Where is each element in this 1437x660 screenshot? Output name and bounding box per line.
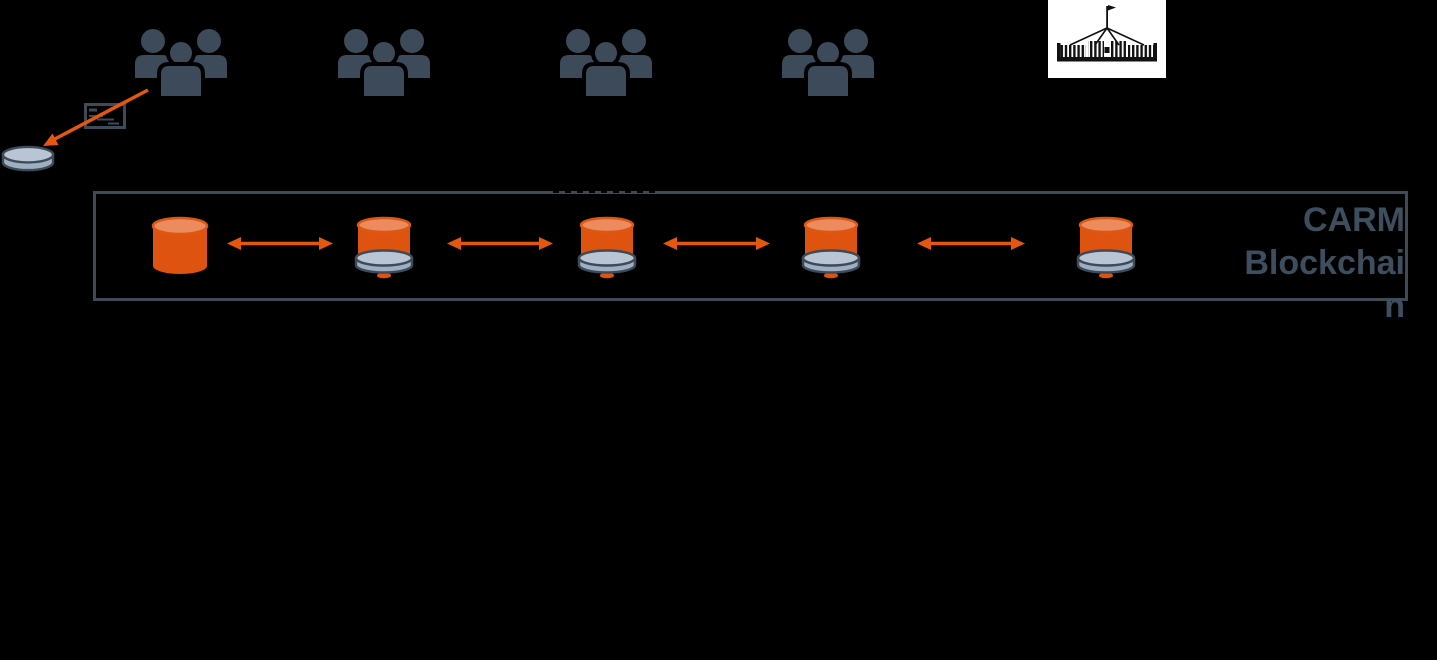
parliament-building-icon [1048, 0, 1166, 78]
ledger-node-with-disk-icon [577, 216, 637, 280]
obscured-text-fragments [553, 189, 661, 193]
invoice-document-icon [84, 103, 126, 129]
people-group-icon [332, 28, 436, 98]
blockchain-label: CARM Blockchain [1244, 201, 1405, 325]
ledger-node-with-disk-icon [801, 216, 861, 280]
blockchain-boundary-box [93, 191, 1408, 301]
storage-disk-icon [1, 145, 55, 174]
people-group-icon [554, 28, 658, 98]
ledger-node-icon [150, 216, 210, 280]
ledger-node-with-disk-icon [1076, 216, 1136, 280]
people-group-icon [129, 28, 233, 98]
parliament-building-card [1048, 0, 1166, 78]
people-group-icon [776, 28, 880, 98]
ledger-node-with-disk-icon [354, 216, 414, 280]
